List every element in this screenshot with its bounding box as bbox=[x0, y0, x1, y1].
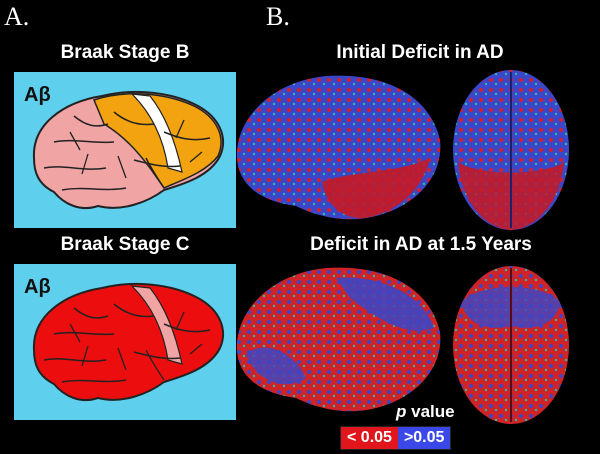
panel-b-letter: B. bbox=[266, 2, 290, 31]
brain-dorsal-initial bbox=[453, 70, 569, 230]
p-word: value bbox=[406, 402, 455, 421]
stage-b-amyloid-label: Aβ bbox=[24, 84, 51, 106]
row2-title: Deficit in AD at 1.5 Years bbox=[310, 234, 532, 255]
brain-illustration-stage-b bbox=[32, 90, 224, 210]
legend-low-swatch: < 0.05 bbox=[341, 427, 398, 449]
p-value-label: p value bbox=[396, 402, 455, 422]
stage-c-amyloid-label: Aβ bbox=[24, 276, 51, 298]
brain-lateral-initial bbox=[236, 75, 441, 220]
p-symbol: p bbox=[396, 402, 407, 421]
brain-dorsal-followup bbox=[453, 266, 569, 424]
row1-title: Initial Deficit in AD bbox=[336, 42, 504, 63]
stage-c-diagram: Aβ bbox=[14, 264, 236, 420]
legend-high-swatch: >0.05 bbox=[397, 427, 451, 449]
stage-c-title: Braak Stage C bbox=[60, 234, 190, 255]
stage-b-title: Braak Stage B bbox=[60, 42, 190, 63]
p-value-legend: < 0.05 >0.05 bbox=[340, 426, 452, 450]
brain-lateral-followup bbox=[236, 267, 441, 412]
stage-b-diagram: Aβ bbox=[14, 72, 236, 228]
brain-illustration-stage-c bbox=[32, 282, 224, 402]
panel-a-letter: A. bbox=[4, 2, 30, 31]
